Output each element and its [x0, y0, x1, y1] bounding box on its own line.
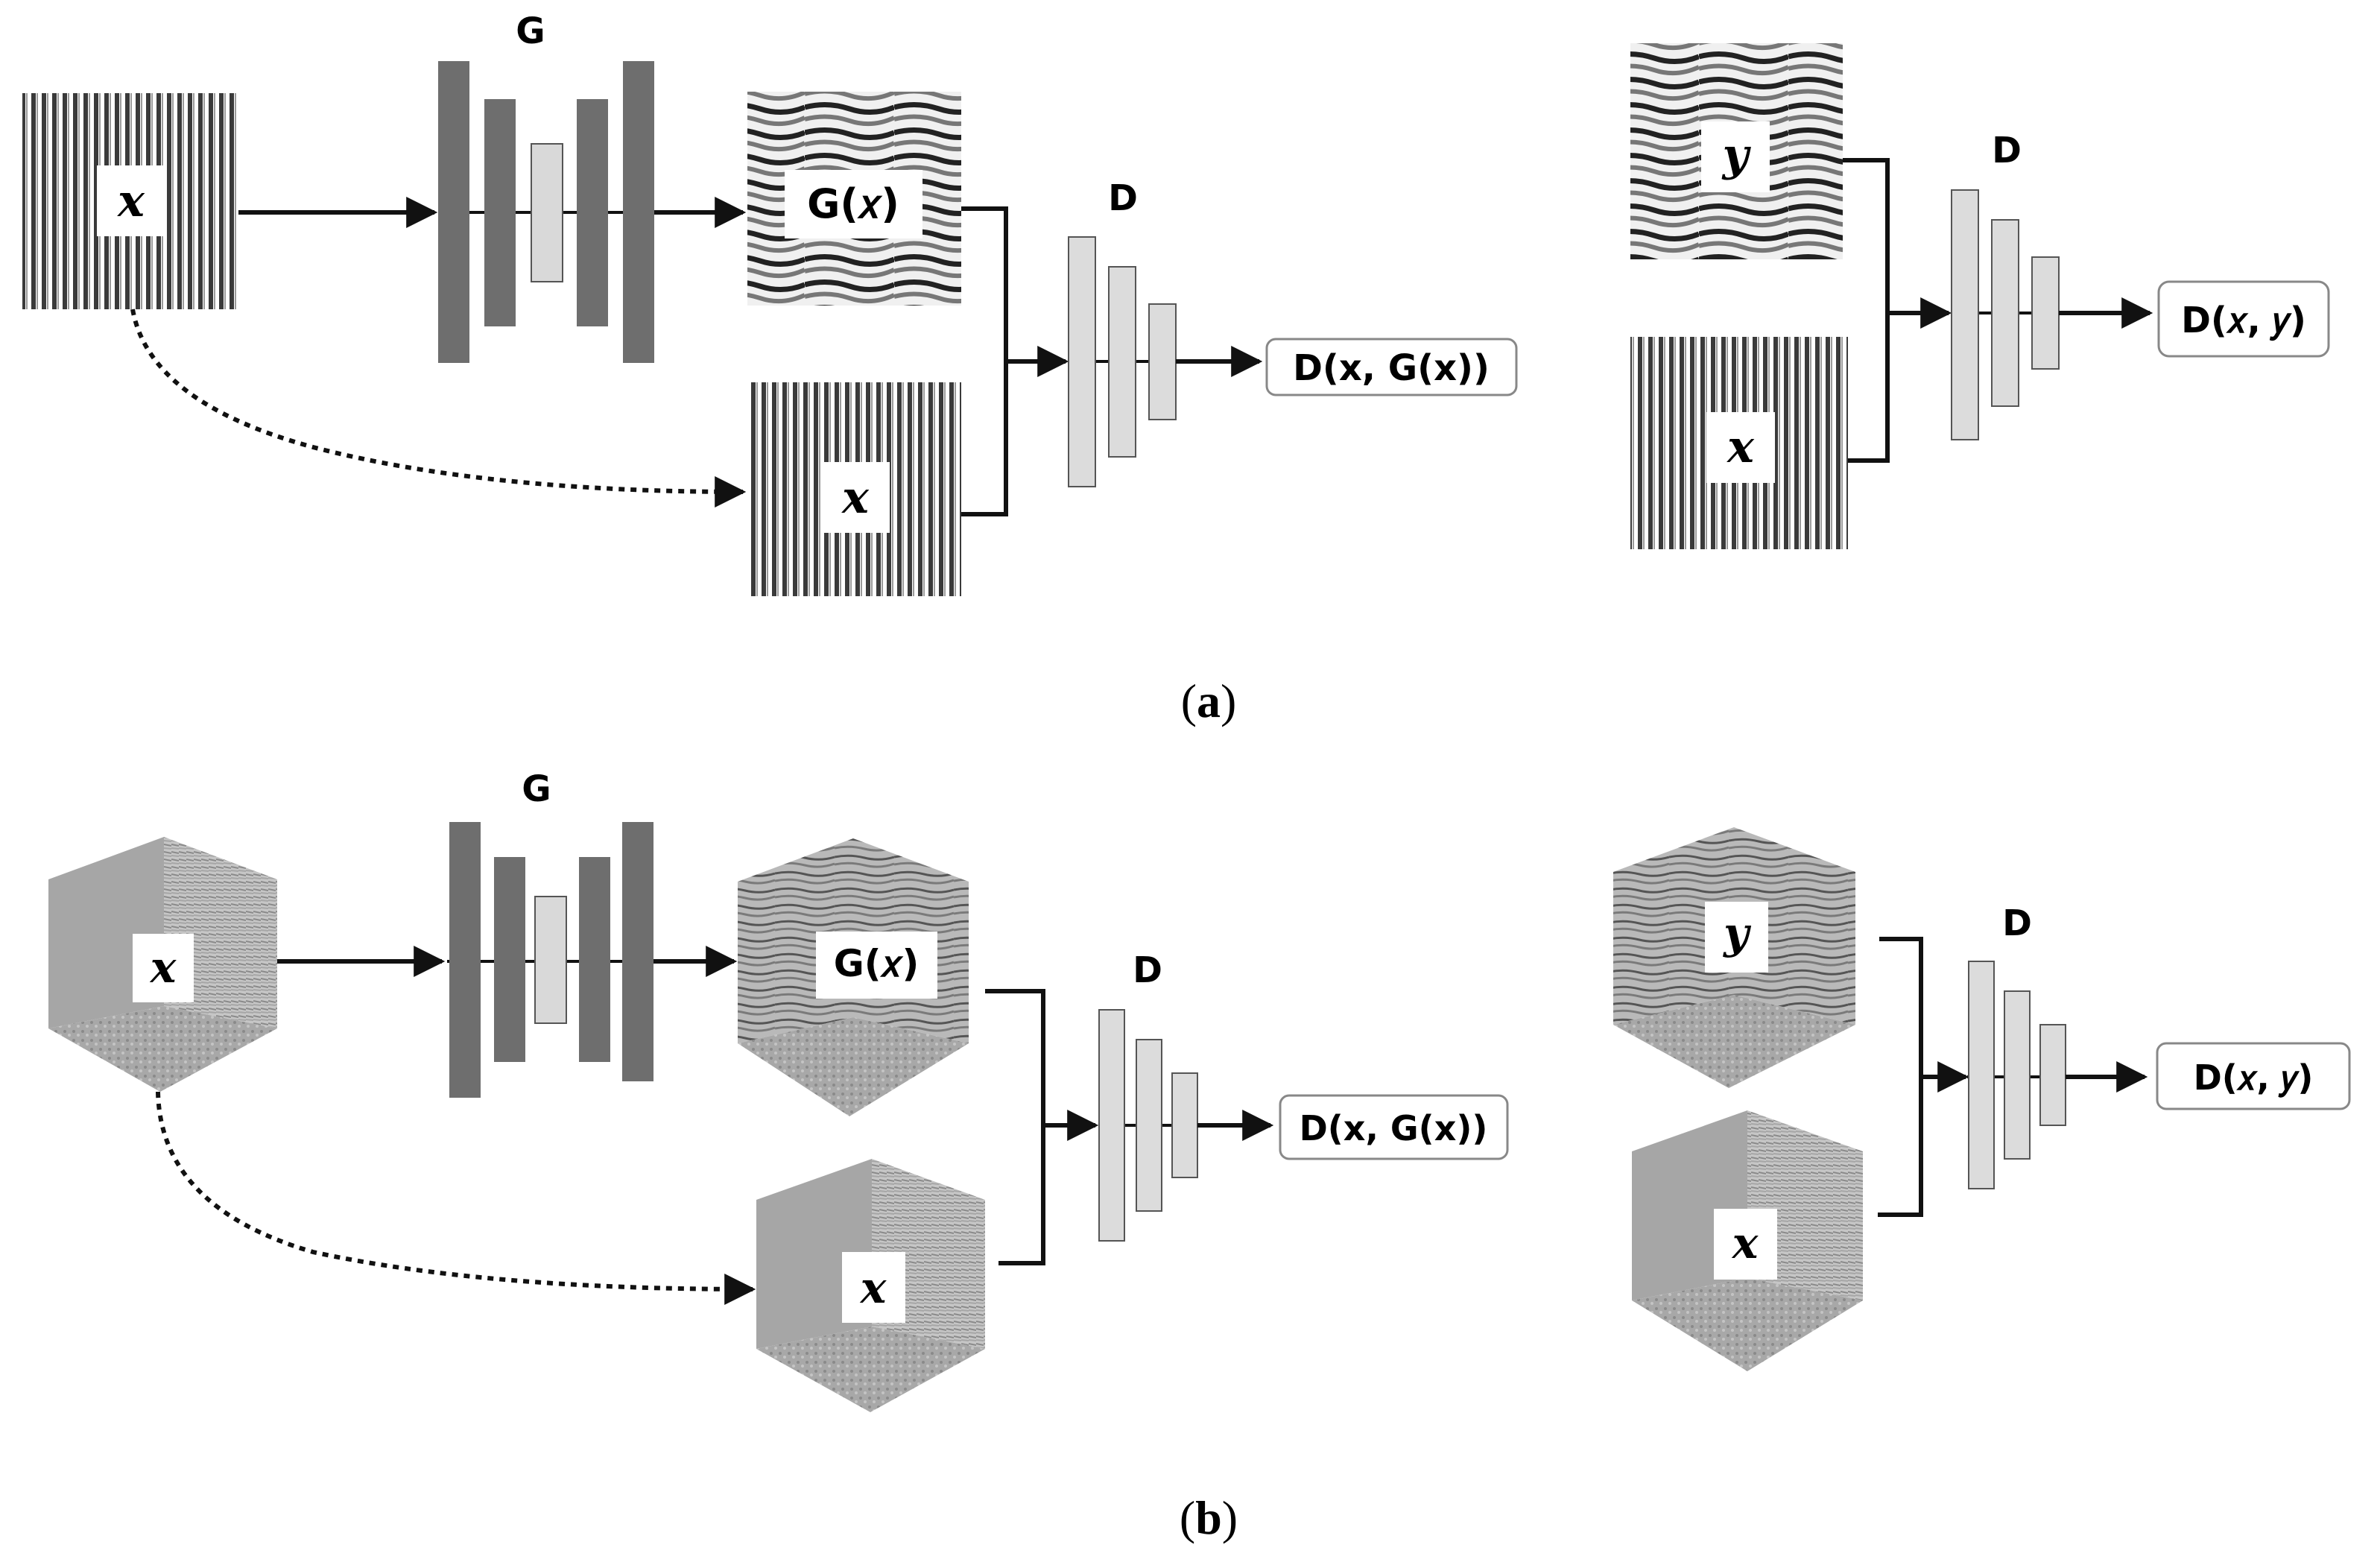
generator-layer-2: [494, 857, 525, 1062]
generator-layer-2: [484, 99, 516, 326]
real-discriminator-layer-1: [1951, 189, 1979, 440]
input-x-label-box: [97, 165, 165, 236]
output-fake-label: D(x, G(x)): [1300, 1108, 1488, 1148]
generator-layer-4: [577, 99, 608, 326]
real-join-bracket: [1843, 158, 1890, 463]
caption-a: (a): [1181, 674, 1237, 727]
join-bracket: [985, 989, 1045, 1265]
real-x-label: x: [1731, 1218, 1759, 1268]
output-fake-box: [1279, 1094, 1509, 1160]
real-x-label: x: [1726, 421, 1755, 473]
output-real-box: [2156, 1042, 2351, 1110]
output-fake-box: [1265, 338, 1518, 396]
generator-bottleneck: [534, 896, 567, 1024]
input-x-label-box: [133, 934, 194, 1002]
generated-label: G(𝑥): [834, 942, 920, 985]
discriminator-layer-3: [1148, 303, 1177, 420]
conditional-x-label: x: [859, 1262, 887, 1313]
generator-layer-1: [449, 822, 481, 1098]
discriminator-layer-1: [1098, 1009, 1125, 1242]
input-x-label: x: [149, 942, 177, 993]
dotted-skip-connection: [156, 1091, 756, 1305]
real-x-label-box: [1714, 1209, 1777, 1280]
generated-label-box: [816, 932, 937, 999]
output-fake-label: D(x, G(x)): [1293, 347, 1490, 389]
real-y-label-box: [1705, 902, 1768, 973]
real-discriminator-layer-3: [2031, 256, 2060, 370]
conditional-x-label: x: [841, 472, 870, 524]
panel-b: x G G(𝑥) x D: [48, 768, 2351, 1544]
generated-label: G(𝑥): [807, 180, 899, 227]
discriminator-label-fake: D: [1133, 949, 1162, 991]
input-x-label: x: [116, 175, 145, 227]
real-discriminator-layer-2: [1991, 219, 2019, 407]
real-y-label: y: [1722, 908, 1752, 958]
discriminator-label-real: D: [2002, 902, 2032, 944]
discriminator-label-fake: D: [1108, 177, 1138, 219]
real-y-label-box: [1701, 121, 1770, 192]
real-x-label-box: [1706, 412, 1775, 483]
generator-label: G: [522, 768, 551, 810]
generator-layer-5: [622, 822, 653, 1081]
generated-label-box: [785, 170, 922, 238]
generator-layer-4: [579, 857, 610, 1062]
real-discriminator-layer-2: [2004, 990, 2031, 1160]
real-y-cube: [1613, 827, 1855, 1088]
discriminator-layer-2: [1108, 266, 1136, 458]
output-real-box: [2157, 280, 2330, 358]
real-discriminator-layer-1: [1968, 961, 1995, 1189]
generator-label: G: [516, 10, 545, 52]
real-y-label: y: [1721, 129, 1752, 181]
generator-layer-1: [438, 61, 469, 363]
output-real-label: D(𝑥, 𝑦): [2181, 300, 2306, 341]
output-real-label: D(𝑥, 𝑦): [2194, 1057, 2314, 1098]
discriminator-layer-2: [1136, 1039, 1162, 1212]
real-discriminator-layer-3: [2039, 1024, 2066, 1126]
join-bracket: [961, 206, 1008, 516]
discriminator-label-real: D: [1992, 130, 2022, 171]
conditional-x-label-box: [821, 462, 890, 533]
discriminator-layer-1: [1068, 236, 1096, 487]
generator-bottleneck: [531, 143, 563, 282]
caption-b: (b): [1180, 1491, 1238, 1544]
discriminator-layer-3: [1171, 1072, 1198, 1178]
panel-a: x G G(𝑥) x D D(x, G(: [22, 10, 2330, 727]
conditional-x-label-box: [842, 1252, 905, 1323]
generator-layer-5: [623, 61, 654, 363]
real-join-bracket: [1878, 937, 1923, 1217]
